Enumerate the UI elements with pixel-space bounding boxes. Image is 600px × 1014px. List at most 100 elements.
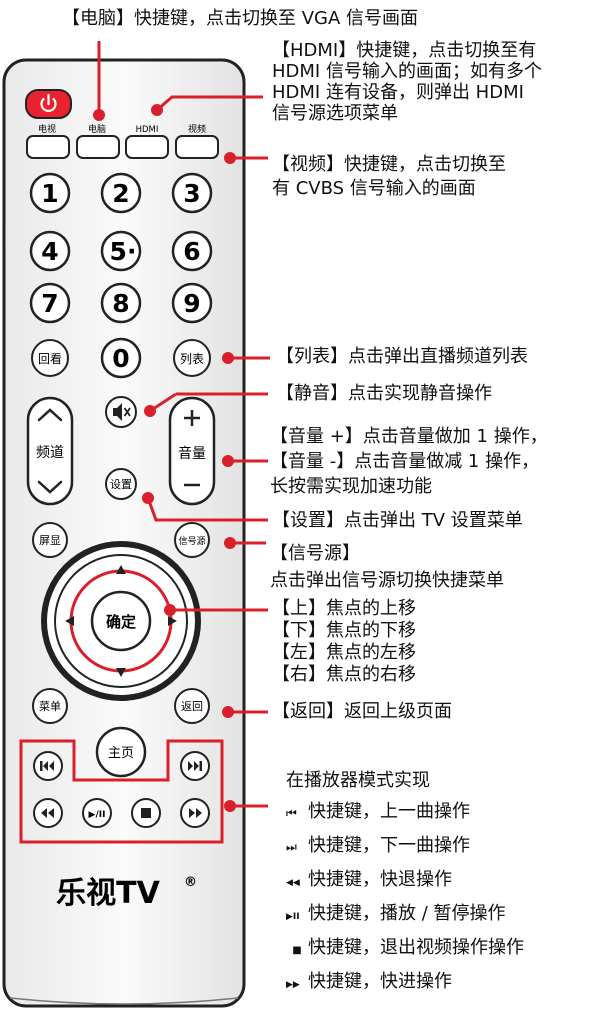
player-item-text: 快捷键，下一曲操作 <box>308 835 470 856</box>
play-pause-button[interactable] <box>82 798 112 828</box>
play-pause-icon: ▶/II <box>89 810 106 820</box>
menu-label: 菜单 <box>39 700 61 713</box>
home-label: 主页 <box>108 746 134 761</box>
stop-icon <box>141 808 151 818</box>
annotation-nav: 【上】焦点的上移 【下】焦点的下移 【左】焦点的左移 【右】焦点的右移 <box>272 598 416 686</box>
digit-7-label: 7 <box>41 289 58 318</box>
back-button[interactable] <box>174 688 210 724</box>
digit-0-label: 0 <box>112 344 129 373</box>
ok-label: 确定 <box>106 613 136 631</box>
play-pause-icon: ▶II <box>286 912 300 922</box>
fast-forward-icon <box>189 808 202 818</box>
list-label: 列表 <box>180 352 204 366</box>
player-item-text: 快捷键，退出视频操作操作 <box>308 937 524 958</box>
digit-2-label: 2 <box>112 179 129 208</box>
callout-dot-source <box>224 537 236 549</box>
annotation-back: 【返回】返回上级页面 <box>272 701 452 722</box>
video-button[interactable] <box>175 135 219 159</box>
back-label: 返回 <box>181 700 203 713</box>
down-arrow-icon[interactable] <box>116 668 126 677</box>
callout-dot-mute <box>144 405 156 417</box>
annotation-player-title: 在播放器模式实现 <box>286 770 430 791</box>
digit-9-button[interactable] <box>171 282 213 324</box>
rewind-icon: ◀◀ <box>286 878 300 888</box>
annotation-video: 【视频】快捷键，点击切换至 有 CVBS 信号输入的画面 <box>272 153 506 201</box>
annotation-pc: 【电脑】快捷键，点击切换至 VGA 信号画面 <box>62 8 419 29</box>
callout-line-settings <box>146 497 268 522</box>
player-item-text: 快捷键，快进操作 <box>308 971 452 992</box>
power-icon <box>40 93 57 112</box>
callout-dot-volume <box>222 455 234 467</box>
stop-icon: ■ <box>292 945 302 956</box>
source-button[interactable] <box>174 522 210 558</box>
annotation-volume-line: 【音量 +】点击音量做加 1 操作， <box>270 426 548 447</box>
hdmi-button[interactable] <box>125 135 169 159</box>
player-item: ■ 快捷键，退出视频操作操作 <box>286 937 524 971</box>
player-item: ◀◀ 快捷键，快退操作 <box>286 869 524 903</box>
channel-rocker[interactable] <box>26 396 74 506</box>
annotation-video-line: 【视频】快捷键，点击切换至 <box>272 154 506 175</box>
callout-dots <box>93 104 236 812</box>
digit-5-button[interactable] <box>100 230 142 272</box>
skip-previous-icon: ⏮ <box>286 806 297 820</box>
volume-label: 音量 <box>178 445 206 462</box>
annotation-hdmi-line: 【HDMI】快捷键，点击切换至有 <box>272 40 537 61</box>
media-keys-frame <box>19 739 224 844</box>
brand-logo: 乐视TV <box>56 876 160 911</box>
player-item: ▶▶快捷键，快进操作 <box>286 971 524 1005</box>
digit-8-label: 8 <box>112 289 129 318</box>
player-item: ⏭快捷键，下一曲操作 <box>286 835 524 869</box>
digit-3-button[interactable] <box>171 172 213 214</box>
home-button[interactable] <box>95 726 147 778</box>
annotation-list: 【列表】点击弹出直播频道列表 <box>276 346 528 367</box>
digit-1-label: 1 <box>41 179 58 208</box>
digit-8-button[interactable] <box>100 282 142 324</box>
speaker-mute-icon <box>113 403 131 421</box>
digit-pad: 1 2 3 4 5· 6 7 8 9 <box>29 172 213 324</box>
pc-label: 电脑 <box>88 123 106 135</box>
digit-6-button[interactable] <box>171 230 213 272</box>
settings-button[interactable] <box>105 468 137 500</box>
digit-4-label: 4 <box>41 237 58 266</box>
digit-6-label: 6 <box>183 237 200 266</box>
volume-rocker[interactable] <box>168 396 216 506</box>
annotation-mute: 【静音】点击实现静音操作 <box>276 383 492 404</box>
replay-button[interactable] <box>31 339 69 377</box>
display-button[interactable] <box>32 522 68 558</box>
digit-2-button[interactable] <box>100 172 142 214</box>
callout-dot-settings <box>142 492 154 504</box>
player-item: ▶II 快捷键，播放 / 暂停操作 <box>286 903 524 937</box>
menu-button[interactable] <box>32 688 68 724</box>
tv-label: 电视 <box>38 123 56 135</box>
rewind-icon <box>41 808 54 818</box>
callout-dot-hdmi <box>151 104 163 116</box>
right-arrow-icon[interactable] <box>168 616 177 626</box>
replay-label: 回看 <box>38 352 62 366</box>
digit-0-button[interactable] <box>100 337 142 379</box>
digit-5-label: 5· <box>110 237 137 266</box>
annotation-source-line: 点击弹出信号源切换快捷菜单 <box>270 570 504 591</box>
list-button[interactable] <box>173 339 211 377</box>
channel-down-icon <box>37 480 63 494</box>
player-item-text: 快捷键，播放 / 暂停操作 <box>308 903 506 924</box>
annotation-volume-line: 【音量 -】点击音量做减 1 操作， <box>270 451 540 472</box>
left-arrow-icon[interactable] <box>65 616 74 626</box>
digit-1-button[interactable] <box>29 172 71 214</box>
digit-3-label: 3 <box>183 179 200 208</box>
digit-7-button[interactable] <box>29 282 71 324</box>
annotation-nav-line: 【上】焦点的上移 <box>272 598 416 619</box>
annotation-volume: 【音量 +】点击音量做加 1 操作， 【音量 -】点击音量做减 1 操作， 长按… <box>270 424 548 499</box>
callout-dot-back <box>222 706 234 718</box>
digit-4-button[interactable] <box>29 230 71 272</box>
display-label: 屏显 <box>39 534 61 547</box>
callout-dot-list <box>222 352 234 364</box>
player-item-text: 快捷键，快退操作 <box>308 869 452 890</box>
tv-button[interactable] <box>26 135 70 159</box>
annotation-source: 【信号源】 点击弹出信号源切换快捷菜单 <box>270 540 504 594</box>
annotation-source-line: 【信号源】 <box>270 543 360 564</box>
annotation-nav-line: 【下】焦点的下移 <box>272 620 416 641</box>
up-arrow-icon[interactable] <box>116 565 126 574</box>
pc-button[interactable] <box>76 135 120 159</box>
ok-button[interactable] <box>90 590 152 652</box>
